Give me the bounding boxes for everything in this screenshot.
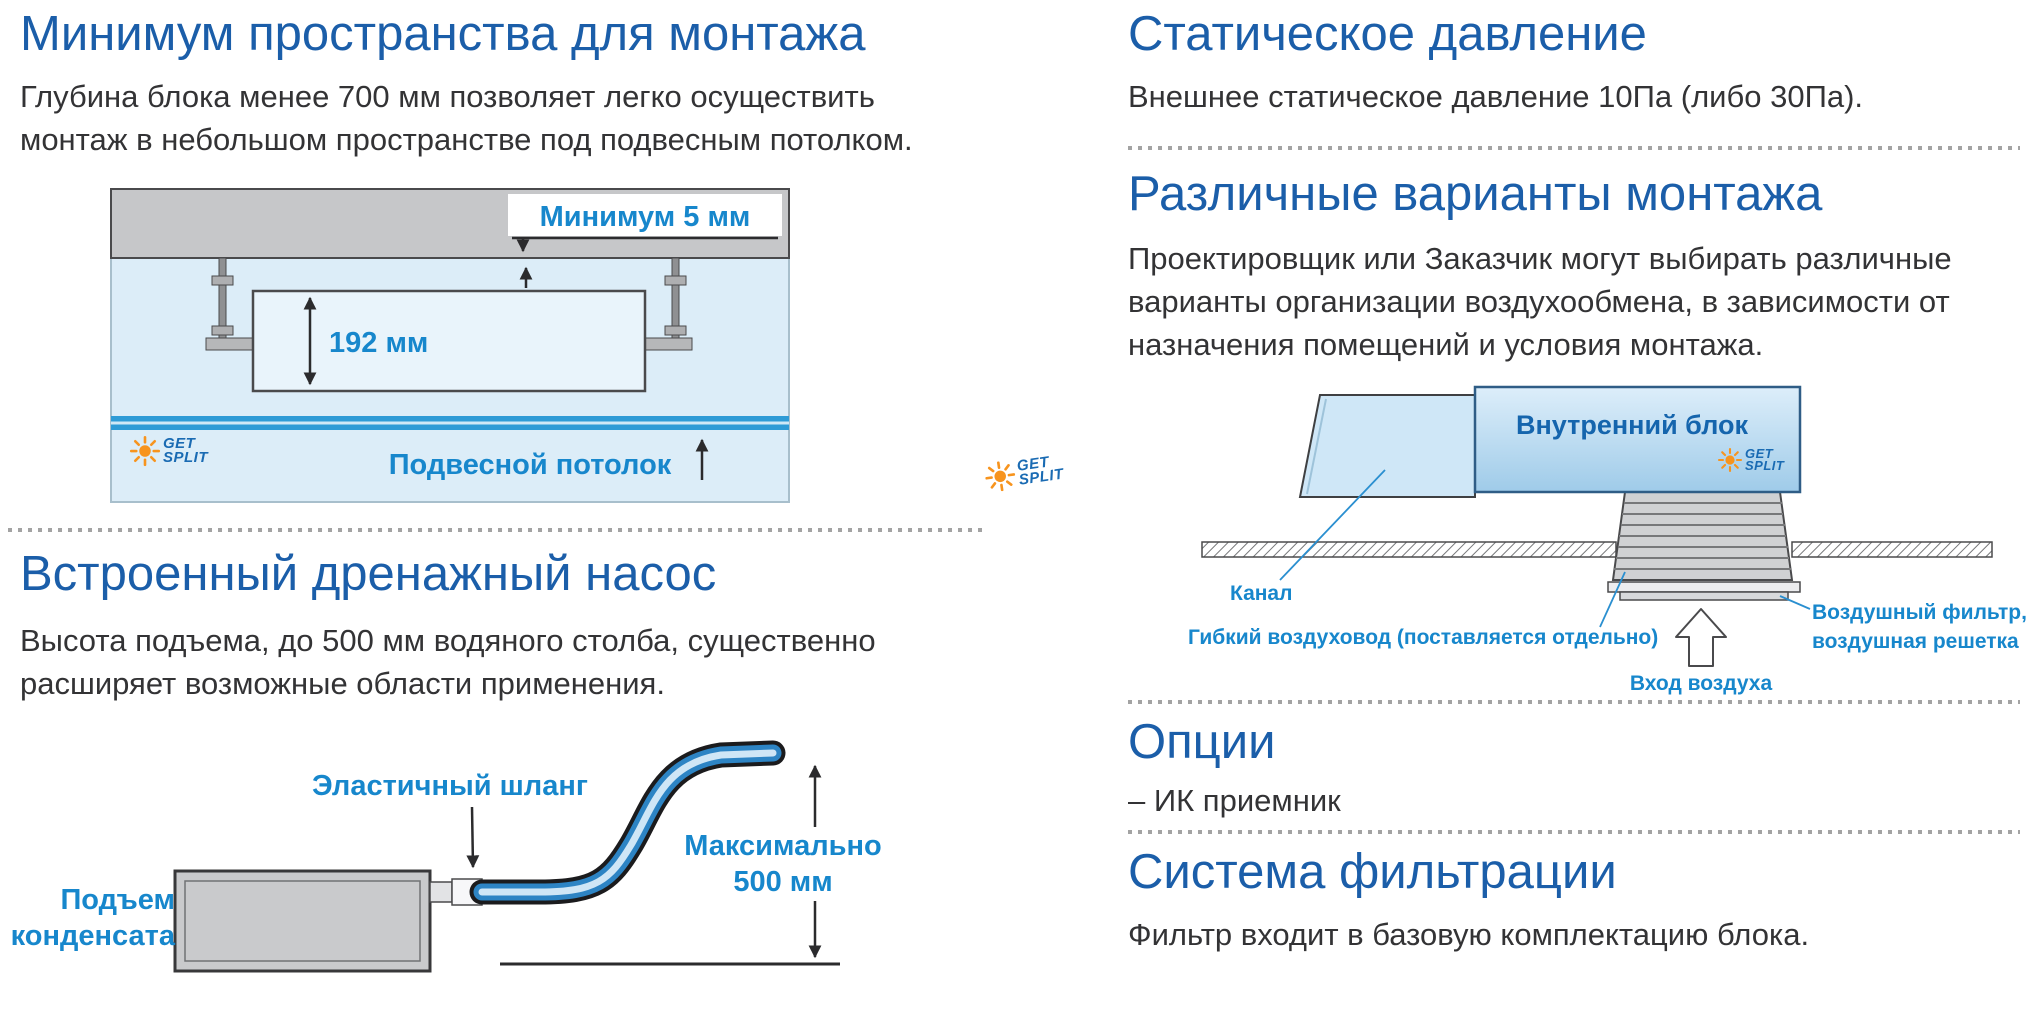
divider-right-2: [1128, 700, 2020, 704]
logo-text-split: SPLIT: [163, 449, 209, 466]
min-gap-label: Минимум 5 мм: [540, 201, 751, 233]
ceiling-hatch-left: [1201, 541, 1617, 558]
indoor-unit-body: [251, 289, 647, 393]
air-inlet-arrow: [1675, 608, 1727, 667]
options-body: – ИК приемник: [1128, 783, 1341, 818]
suspended-ceiling-label: Подвесной потолок: [389, 449, 672, 481]
min-space-body: Глубина блока менее 700 мм позволяет лег…: [20, 79, 913, 157]
filter-label-line2: воздушная решетка: [1812, 630, 2019, 653]
min-space-title: Минимум пространства для монтажа: [20, 7, 866, 61]
filter-leader-line: [1779, 595, 1811, 610]
getsplit-logo-diagram3: GET SPLIT: [1717, 446, 1785, 473]
max-lift-label-line1: Максимально: [684, 830, 881, 862]
diagram-duct-mounting: Внутренний блок Канал Гибкий воздуховод …: [1180, 372, 2030, 695]
mounting-options-title: Различные варианты монтажа: [1128, 167, 1823, 221]
getsplit-logo-diagram1: GET SPLIT: [129, 435, 209, 467]
flexible-air-duct: [1611, 491, 1794, 581]
filter-label-line1: Воздушный фильтр,: [1812, 601, 2027, 624]
sun-icon: [129, 435, 161, 467]
logo-text-split: SPLIT: [1017, 465, 1065, 489]
logo-text-split: SPLIT: [1745, 458, 1785, 473]
unit-body: [173, 869, 432, 973]
air-grille-bar: [1619, 591, 1789, 601]
diagram-drain-pump: Эластичный шланг Максимально 500 мм Подъ…: [11, 733, 882, 991]
divider-right-3: [1128, 830, 2020, 834]
static-pressure-title: Статическое давление: [1128, 7, 1647, 61]
hose-pointer-arrow: [466, 806, 480, 869]
diagram-ceiling-clearance: Минимум 5 мм 192 мм Подвесной потолок: [110, 188, 790, 503]
logo-text-get: GET: [1745, 446, 1774, 462]
static-pressure-body: Внешнее статическое давление 10Па (либо …: [1128, 79, 1864, 114]
air-filter-bar: [1607, 581, 1801, 593]
drain-pump-drawing: Эластичный шланг Максимально 500 мм Подъ…: [11, 740, 882, 973]
indoor-unit-box: [1473, 385, 1802, 494]
flexible-hose: [469, 740, 786, 905]
getsplit-watermark-center: GET SPLIT: [983, 453, 1065, 494]
drain-outlet: [429, 881, 453, 903]
indoor-unit-label: Внутренний блок: [1516, 410, 1748, 440]
mounting-options-body: Проектировщик или Заказчик могут выбират…: [1128, 241, 1952, 362]
drain-pump-body: Высота подъема, до 500 мм водяного столб…: [20, 623, 876, 701]
air-inlet-label: Вход воздуха: [1630, 672, 1773, 695]
min-gap-label-bg: [508, 194, 782, 236]
condensate-lift-label-line2: конденсата: [11, 920, 176, 952]
divider-right-1: [1128, 146, 2020, 150]
unit-body-inner-frame: [184, 880, 421, 962]
filtration-title: Система фильтрации: [1128, 845, 1617, 899]
flex-duct-label: Гибкий воздуховод (поставляется отдельно…: [1188, 626, 1658, 649]
sun-icon: [985, 461, 1016, 492]
supply-duct: [1298, 394, 1476, 498]
drain-pump-title: Встроенный дренажный насос: [20, 547, 717, 601]
logo-text-get: GET: [163, 435, 196, 453]
max-lift-label-line2: 500 мм: [733, 866, 832, 898]
ceiling-hatch-right: [1791, 541, 1993, 558]
duct-mounting-drawing: Внутренний блок Канал Гибкий воздуховод …: [1188, 385, 2027, 695]
condensate-lift-label-line1: Подъем: [60, 884, 175, 916]
unit-height-label: 192 мм: [329, 327, 428, 359]
hose-label: Эластичный шланг: [312, 770, 588, 802]
hanger-rod-right: [644, 257, 693, 351]
divider-left: [8, 528, 986, 532]
supply-duct-cut-edge: [1306, 398, 1327, 495]
ceiling-clearance-drawing: Минимум 5 мм 192 мм Подвесной потолок: [110, 188, 790, 503]
filtration-body: Фильтр входит в базовую комплектацию бло…: [1128, 917, 1810, 952]
channel-label: Канал: [1230, 582, 1292, 605]
options-title: Опции: [1128, 715, 1276, 769]
channel-leader-line: [1279, 469, 1386, 581]
sun-icon: [1717, 447, 1743, 473]
flex-duct-leader-line: [1599, 571, 1626, 628]
hanger-rod-left: [205, 257, 254, 351]
